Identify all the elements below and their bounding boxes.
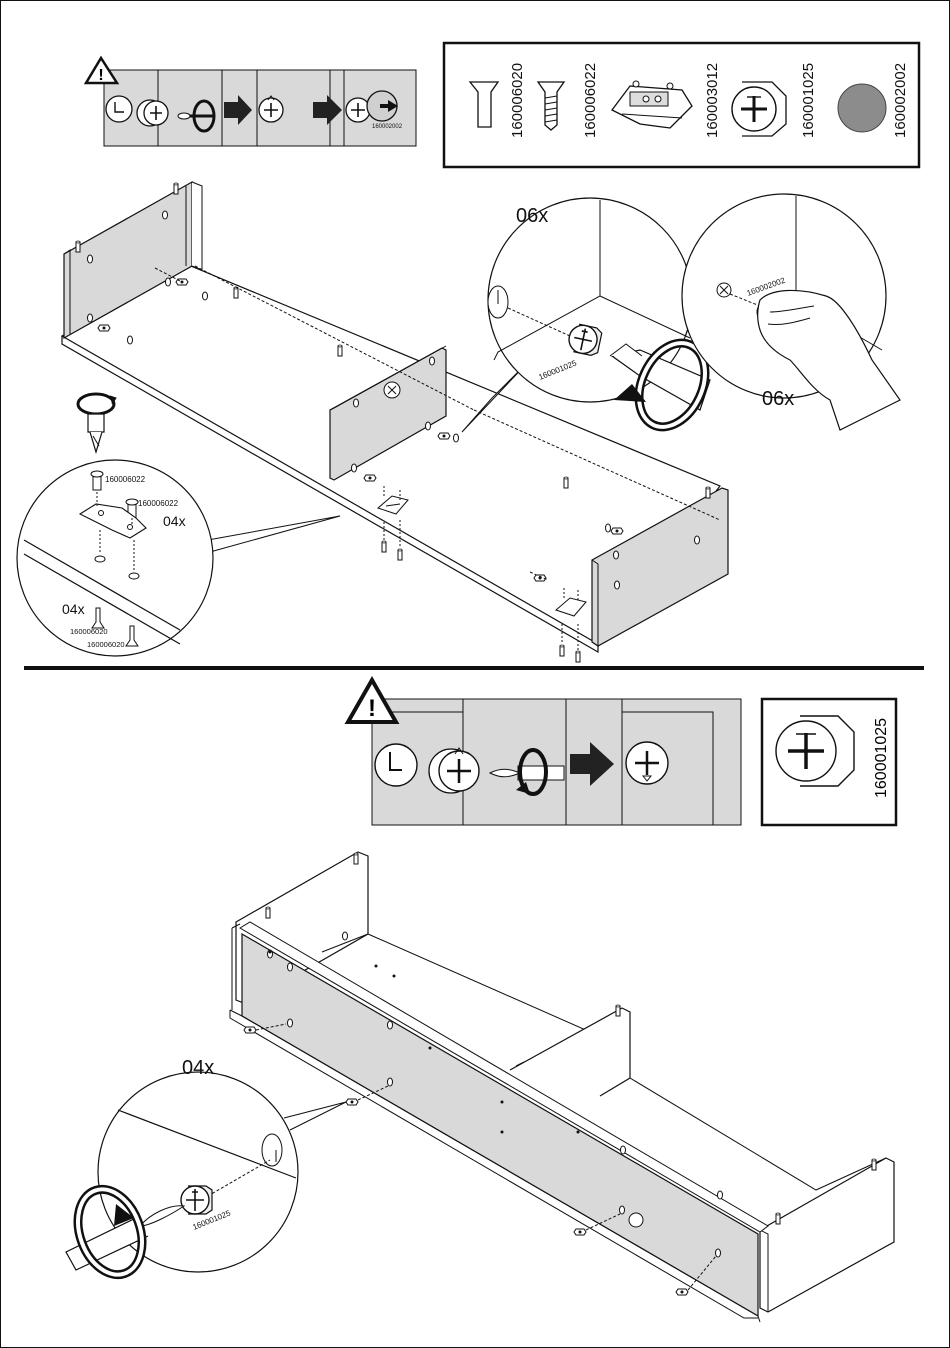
pin-code-1: 160006020 [70, 627, 108, 636]
callout-cam-lock: 160001025 04x [66, 1057, 298, 1284]
part-code-5: 160002002 [892, 63, 909, 138]
parts-list-box: 160006020 160006022 160003012 160001025 … [444, 43, 919, 167]
cam-lock-icon [137, 100, 168, 126]
svg-text:160002002: 160002002 [372, 124, 403, 130]
callout-hinge-hardware: 160006022 160006022 04x 04x 160006020 16… [17, 460, 213, 656]
locked-cam-icon [626, 742, 668, 784]
cover-cap-icon [838, 84, 886, 132]
svg-text:!: ! [98, 67, 103, 84]
cam-slot-icon [106, 96, 132, 122]
cap-qty: 06x [762, 388, 794, 410]
pin-code-2: 160006020 [87, 640, 125, 649]
screwdriver-rotate-icon [78, 394, 116, 452]
step2-warning-strip: ! [348, 680, 741, 825]
part-code: 160001025 [873, 718, 890, 798]
cam-lock-icon [776, 716, 854, 786]
step2-assembly-drawing [230, 852, 894, 1322]
screw-code-1: 160006022 [105, 475, 146, 484]
part-code-3: 160003012 [704, 63, 721, 138]
hardware-qty-top: 04x [163, 513, 186, 529]
cam-qty: 06x [516, 205, 548, 227]
part-code-4: 160001025 [800, 63, 817, 138]
part-code-1: 160006020 [509, 63, 526, 138]
screw-icon [91, 471, 103, 490]
step2-part-box: 160001025 [762, 699, 896, 825]
part-code-2: 160006022 [582, 63, 599, 138]
hardware-qty-bottom: 04x [62, 601, 85, 617]
screw-code-2: 160006022 [138, 499, 179, 508]
cam-lock-icon [429, 748, 479, 793]
callout-cover-cap: 160002002 06x [682, 194, 900, 430]
svg-text:!: ! [368, 695, 376, 722]
cam-qty: 04x [182, 1057, 214, 1079]
step-divider [24, 666, 924, 670]
cam-slot-icon [375, 744, 417, 786]
step1-warning-strip: ! 160002002 [86, 58, 416, 146]
callout-cam-lock: 160001025 06x [488, 198, 718, 438]
